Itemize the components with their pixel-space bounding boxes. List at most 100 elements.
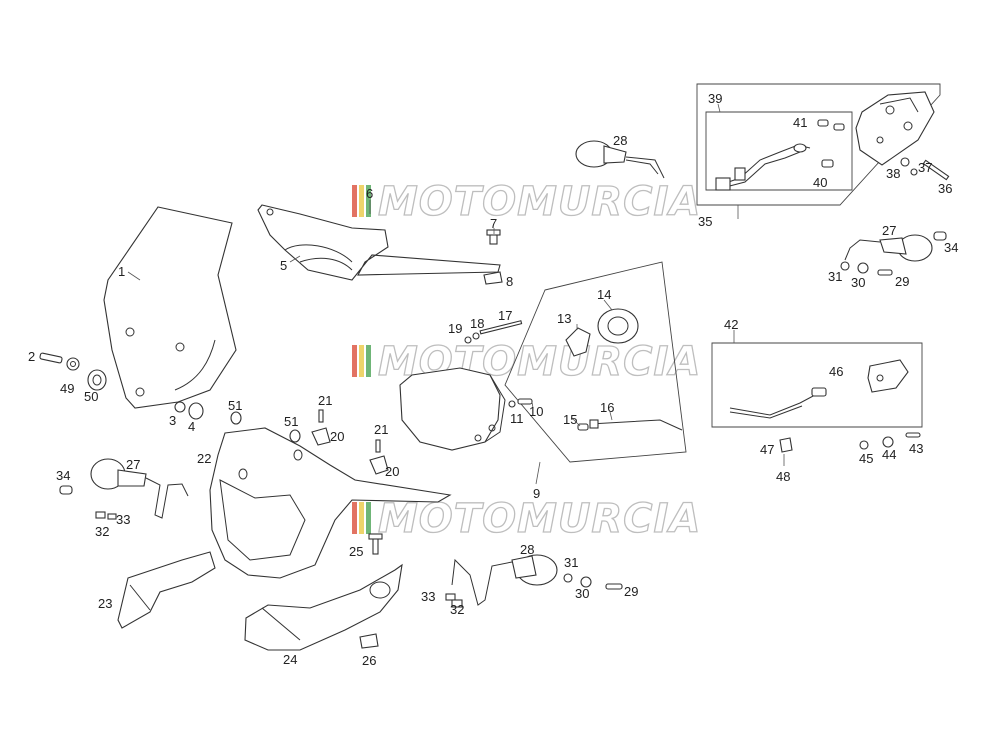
nut-31-bottom	[563, 573, 573, 583]
callout-18: 18	[470, 316, 484, 331]
headlight-bulb-14	[597, 308, 639, 344]
watermark-bottom: MOTOMURCIA	[352, 495, 701, 543]
instrument-bracket	[257, 204, 501, 281]
callout-21b: 21	[374, 422, 388, 437]
bush-51-left	[230, 411, 242, 425]
screw-2	[39, 352, 63, 364]
cable-16	[589, 419, 683, 431]
callout-10: 10	[529, 404, 543, 419]
watermark-stripe-yellow	[359, 502, 364, 534]
watermark-stripe-red	[352, 185, 357, 217]
clip-26	[359, 633, 379, 649]
callout-27b: 27	[882, 223, 896, 238]
watermark-stripe-yellow	[359, 185, 364, 217]
callout-17: 17	[498, 308, 512, 323]
callout-28b: 28	[520, 542, 534, 557]
callout-40: 40	[813, 175, 827, 190]
watermark-stripe-green	[366, 502, 371, 534]
callout-37: 37	[918, 160, 932, 175]
callout-48: 48	[776, 469, 790, 484]
screw-25	[368, 533, 383, 555]
washer-38	[900, 157, 910, 167]
callout-25: 25	[349, 544, 363, 559]
callout-51b: 51	[284, 414, 298, 429]
callout-31a: 31	[828, 269, 842, 284]
callout-30b: 30	[575, 586, 589, 601]
bulb-holder-13	[565, 327, 591, 357]
callout-21a: 21	[318, 393, 332, 408]
callout-24: 24	[283, 652, 297, 667]
callout-6: 6	[366, 186, 373, 201]
screw-36	[922, 159, 950, 181]
callout-33b: 33	[421, 589, 435, 604]
screw-43	[905, 432, 921, 438]
callout-29b: 29	[624, 584, 638, 599]
callout-29a: 29	[895, 274, 909, 289]
leader-lines	[127, 103, 785, 485]
callout-14: 14	[597, 287, 611, 302]
nut-45	[859, 440, 869, 450]
callout-9: 9	[533, 486, 540, 501]
clip-8	[483, 271, 503, 285]
front-fairing	[209, 427, 452, 579]
plate-light	[867, 359, 909, 393]
watermark-stripe-yellow	[359, 345, 364, 377]
callout-28a: 28	[613, 133, 627, 148]
callout-34b: 34	[944, 240, 958, 255]
callout-32b: 32	[450, 602, 464, 617]
callout-20b: 20	[385, 464, 399, 479]
callout-38: 38	[886, 166, 900, 181]
lower-fairing-24	[244, 563, 403, 651]
nut-18	[472, 332, 480, 340]
watermark-middle: MOTOMURCIA	[352, 338, 701, 386]
callout-43: 43	[909, 441, 923, 456]
turn-signal-front-bottom	[451, 554, 558, 606]
callout-44: 44	[882, 447, 896, 462]
callout-1: 1	[118, 264, 125, 279]
callout-33a: 33	[116, 512, 130, 527]
bush-4	[188, 402, 204, 420]
side-panel-23	[117, 551, 216, 629]
callout-41: 41	[793, 115, 807, 130]
watermark-stripe-red	[352, 502, 357, 534]
callout-26: 26	[362, 653, 376, 668]
washer-3	[174, 401, 186, 413]
callout-34a: 34	[56, 468, 70, 483]
terminal-32-left	[95, 511, 106, 519]
watermark-stripe-green	[366, 345, 371, 377]
headlight-screw-17	[479, 320, 523, 335]
callout-2: 2	[28, 349, 35, 364]
plate-light-group-frame	[711, 342, 923, 428]
grommet-50	[87, 369, 107, 391]
headlight-group-frame	[504, 261, 687, 463]
tail-light-wiring-subframe	[705, 111, 853, 191]
callout-20a: 20	[330, 429, 344, 444]
washer-44	[882, 436, 894, 448]
callout-23: 23	[98, 596, 112, 611]
callout-39: 39	[708, 91, 722, 106]
callout-42: 42	[724, 317, 738, 332]
callout-22: 22	[197, 451, 211, 466]
headlight	[399, 367, 506, 451]
callout-3: 3	[169, 413, 176, 428]
terminal-33-left	[107, 513, 117, 520]
watermark-text: MOTOMURCIA	[378, 179, 701, 225]
callout-8: 8	[506, 274, 513, 289]
screw-10	[517, 398, 533, 405]
bulb-34-left	[59, 485, 73, 495]
bracket-20-bottom	[369, 455, 389, 475]
nut-31-right	[840, 261, 850, 271]
screw-21-bottom	[375, 439, 381, 453]
bulb-34-right	[933, 231, 947, 241]
tail-light-housing	[855, 91, 935, 166]
callout-49: 49	[60, 381, 74, 396]
terminal-32-bottom	[451, 599, 463, 608]
bulb-15	[577, 423, 589, 431]
callout-7: 7	[490, 216, 497, 231]
nut-37	[910, 168, 918, 176]
watermark-stripe-green	[366, 185, 371, 217]
screw-29-bottom	[605, 583, 623, 590]
callout-51a: 51	[228, 398, 242, 413]
